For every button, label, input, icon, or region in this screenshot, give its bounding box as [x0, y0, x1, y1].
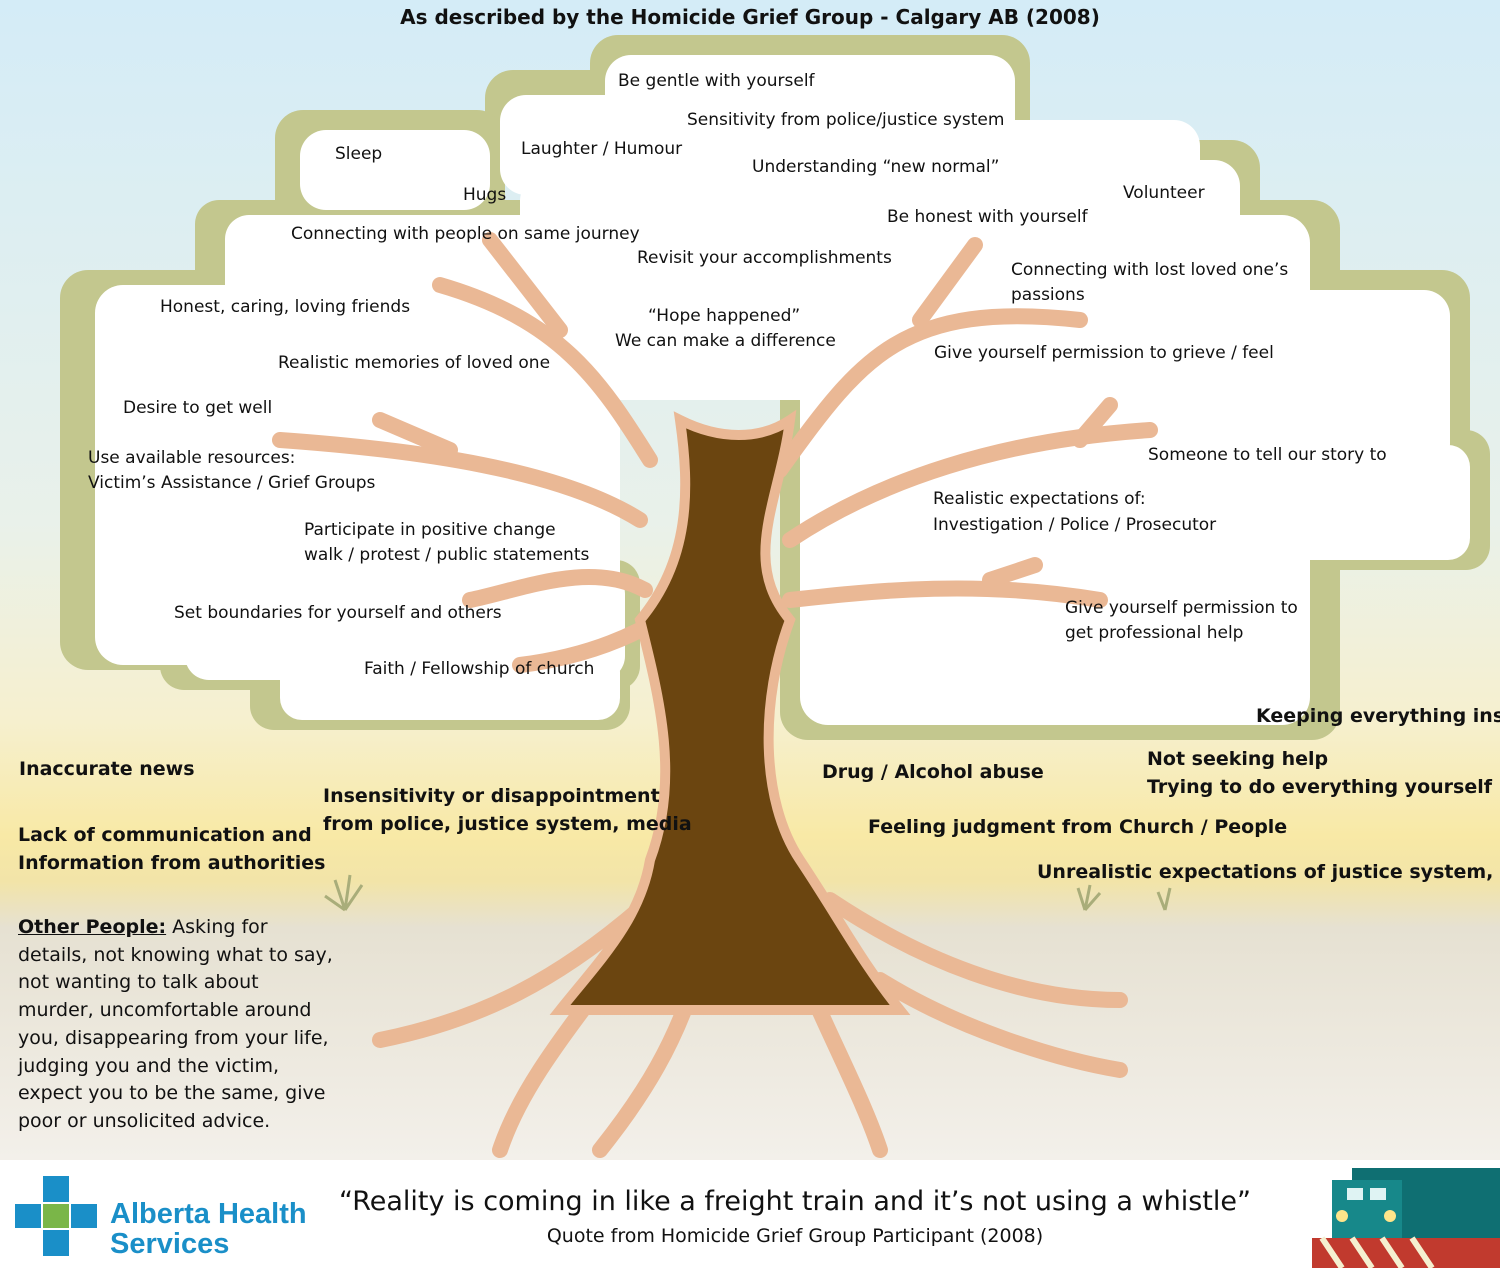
quote-source: Quote from Homicide Grief Group Particip… — [546, 1225, 1044, 1247]
root-label: Drug / Alcohol abuse — [822, 761, 1044, 783]
leaf-label: We can make a difference — [615, 331, 836, 351]
tree-trunk — [549, 409, 911, 1015]
root-label: Inaccurate news — [19, 758, 195, 780]
leaf-label: Faith / Fellowship of church — [364, 659, 595, 679]
leaf-label: Volunteer — [1123, 183, 1205, 203]
other-people-label: Other People: — [18, 916, 167, 938]
leaf-label: get professional help — [1065, 623, 1244, 643]
leaf-label: walk / protest / public statements — [304, 545, 590, 565]
root-label: Trying to do everything yourself — [1147, 776, 1492, 798]
leaf-label: Someone to tell our story to — [1148, 445, 1387, 465]
root-label: Unrealistic expectations of justice syst… — [1037, 861, 1500, 883]
leaf-label: Sensitivity from police/justice system — [687, 110, 1005, 130]
leaf-label: Sleep — [335, 144, 383, 164]
leaf-label: Set boundaries for yourself and others — [174, 603, 502, 623]
leaf-label: Connecting with lost loved one’s — [1011, 260, 1289, 280]
root-label: Not seeking help — [1147, 748, 1329, 770]
leaf-label: Hugs — [463, 185, 507, 205]
leaf-label: Be gentle with yourself — [618, 71, 815, 91]
leaf-label: Give yourself permission to grieve / fee… — [934, 343, 1274, 363]
leaf-label: “Hope happened” — [648, 306, 801, 326]
leaf-label: Victim’s Assistance / Grief Groups — [88, 473, 376, 493]
leaf-label: Give yourself permission to — [1065, 598, 1298, 618]
leaf-label: passions — [1011, 285, 1085, 305]
canopy — [95, 55, 1470, 725]
grass-tufts — [324, 874, 1172, 912]
leaf-label: Investigation / Police / Prosecutor — [933, 515, 1217, 535]
logo-text-line1: Alberta Health — [110, 1198, 307, 1230]
leaf-label: Laughter / Humour — [521, 139, 683, 159]
leaf-label: Participate in positive change — [304, 520, 556, 540]
root-label: Information from authorities — [18, 852, 326, 874]
ahs-logo-icon — [15, 1176, 97, 1256]
footer — [0, 1160, 1500, 1268]
leaf-label: Revisit your accomplishments — [637, 248, 892, 268]
root-label: from police, justice system, media — [323, 813, 692, 835]
root-label: Insensitivity or disappointment — [323, 785, 660, 807]
leaf-label: Understanding “new normal” — [752, 157, 1000, 177]
root-label: Lack of communication and — [18, 824, 312, 846]
leaf-label: Connecting with people on same journey — [291, 224, 640, 244]
quote: “Reality is coming in like a freight tra… — [339, 1186, 1251, 1217]
page-title: As described by the Homicide Grief Group… — [400, 5, 1100, 29]
other-people-note: Other People: Asking for details, not kn… — [18, 914, 338, 1136]
root-label: Feeling judgment from Church / People — [868, 816, 1288, 838]
root-label: Keeping everything inside — [1256, 705, 1500, 727]
leaf-label: Honest, caring, loving friends — [160, 297, 411, 317]
other-people-text: Asking for details, not knowing what to … — [18, 916, 333, 1132]
logo-text-line2: Services — [110, 1228, 230, 1260]
freight-train-icon — [1312, 1168, 1500, 1268]
leaf-label: Realistic expectations of: — [933, 489, 1146, 509]
leaf-label: Desire to get well — [123, 398, 273, 418]
leaf-label: Be honest with yourself — [887, 207, 1088, 227]
leaf-label: Realistic memories of loved one — [278, 353, 551, 373]
tree-branches — [272, 232, 1158, 1158]
leaf-label: Use available resources: — [88, 448, 296, 468]
